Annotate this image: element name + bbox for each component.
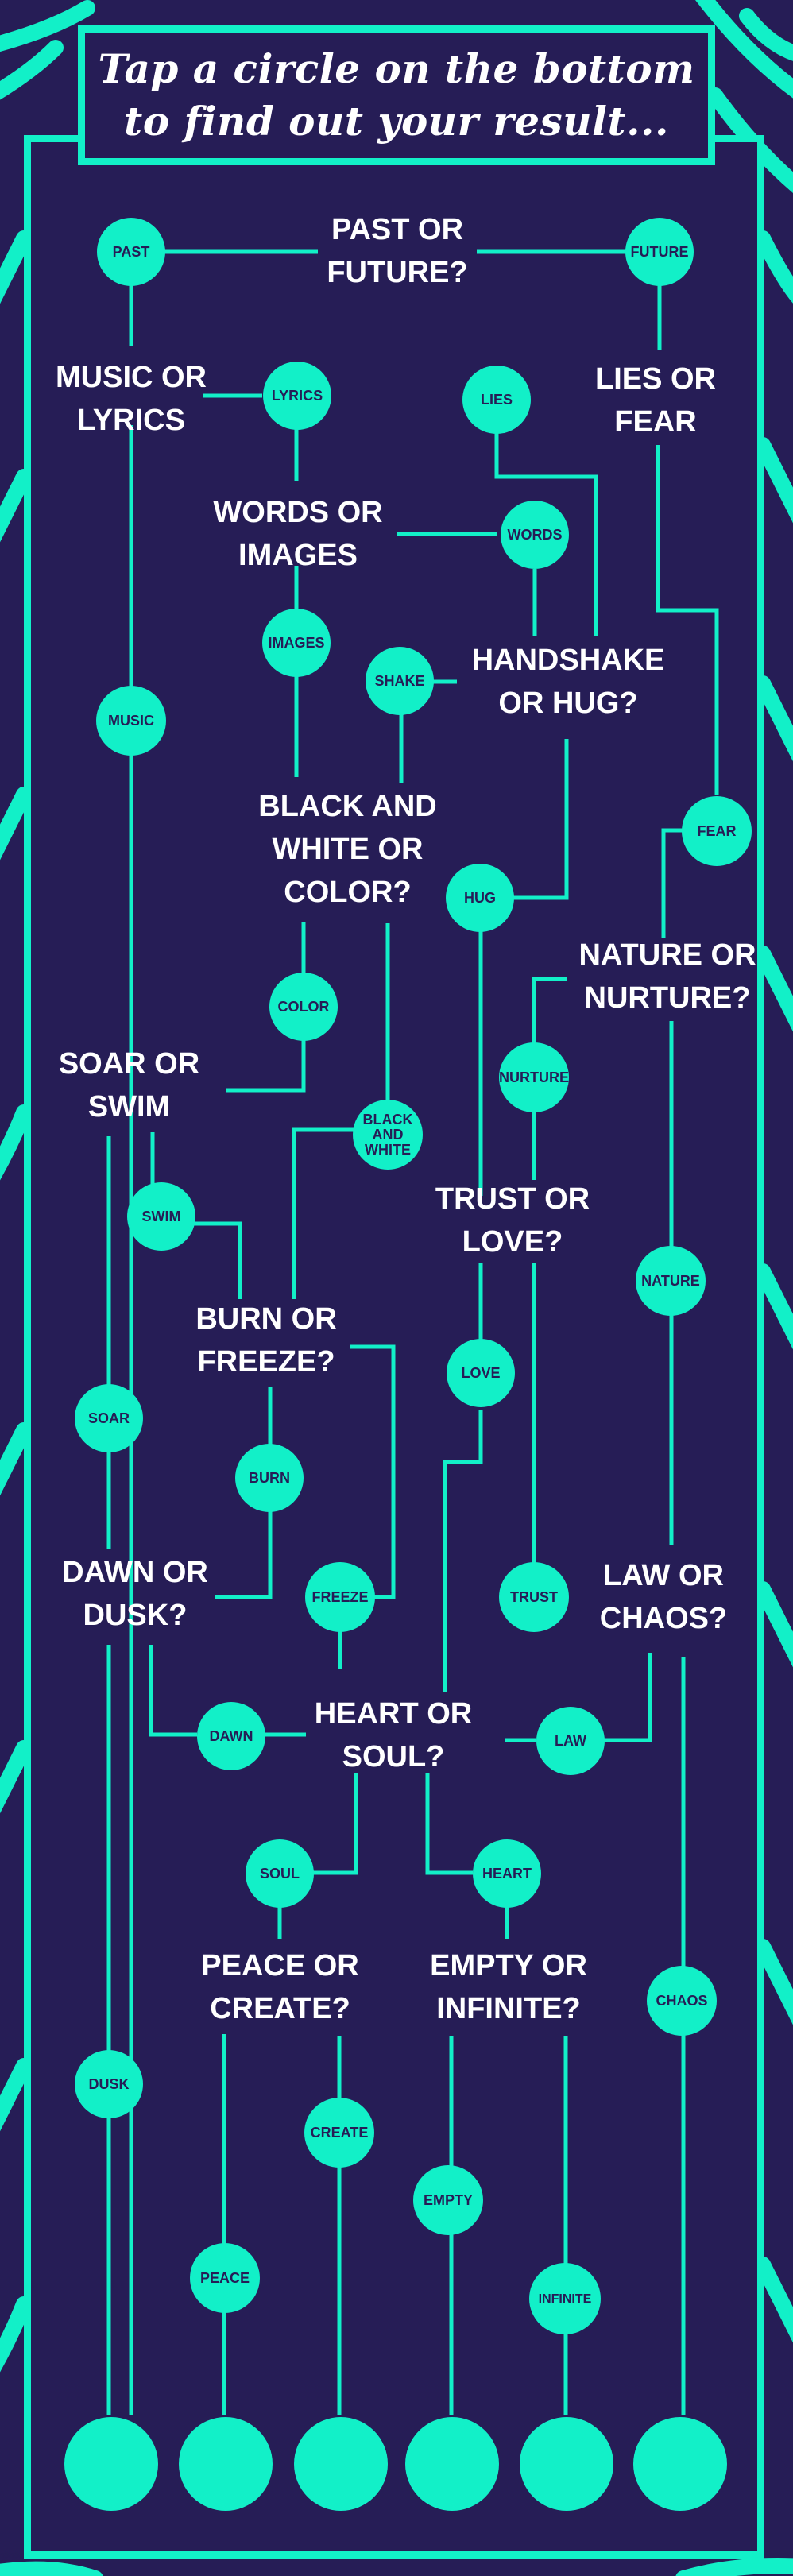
question-words-or-images: WORDS OR IMAGES: [213, 496, 383, 572]
answer-soul[interactable]: SOUL: [246, 1839, 314, 1908]
answer-peace[interactable]: PEACE: [190, 2243, 260, 2313]
question-empty-or-infinite: EMPTY OR INFINITE?: [430, 1949, 587, 2025]
answer-create[interactable]: CREATE: [304, 2098, 374, 2168]
result-circle-3[interactable]: [294, 2417, 388, 2511]
answer-trust[interactable]: TRUST: [499, 1562, 569, 1632]
result-circle-1[interactable]: [64, 2417, 158, 2511]
answer-words[interactable]: WORDS: [501, 501, 569, 569]
answer-hug[interactable]: HUG: [446, 864, 514, 932]
result-circle-6[interactable]: [633, 2417, 727, 2511]
title-banner: Tap a circle on the bottom to find out y…: [78, 25, 715, 165]
answer-dusk[interactable]: DUSK: [75, 2050, 143, 2118]
title-line-2: to find out your result...: [124, 98, 669, 145]
answer-soar[interactable]: SOAR: [75, 1384, 143, 1452]
answer-color[interactable]: COLOR: [269, 973, 338, 1041]
answer-fear[interactable]: FEAR: [682, 796, 752, 866]
question-music-or-lyrics: MUSIC OR LYRICS: [56, 361, 207, 437]
answer-past[interactable]: PAST: [97, 218, 165, 286]
answer-images[interactable]: IMAGES: [262, 609, 331, 677]
result-circle-5[interactable]: [520, 2417, 613, 2511]
question-nature-or-nurture: NATURE OR NURTURE?: [578, 938, 756, 1015]
result-circle-4[interactable]: [405, 2417, 499, 2511]
question-heart-or-soul: HEART OR SOUL?: [314, 1697, 473, 1773]
question-trust-or-love: TRUST OR LOVE?: [435, 1182, 590, 1259]
answer-lyrics[interactable]: LYRICS: [263, 362, 331, 430]
question-burn-or-freeze: BURN OR FREEZE?: [195, 1302, 337, 1379]
answer-swim[interactable]: SWIM: [127, 1182, 195, 1251]
answer-burn[interactable]: BURN: [235, 1444, 304, 1512]
question-peace-or-create: PEACE OR CREATE?: [201, 1949, 359, 2025]
answer-empty[interactable]: EMPTY: [413, 2165, 483, 2235]
result-circle-2[interactable]: [179, 2417, 273, 2511]
answer-love[interactable]: LOVE: [447, 1339, 515, 1407]
answer-music[interactable]: MUSIC: [96, 686, 166, 756]
question-black-and-white-or-color: BLACK AND WHITE OR COLOR?: [258, 790, 437, 909]
answer-law[interactable]: LAW: [536, 1707, 605, 1775]
answer-infinite[interactable]: INFINITE: [529, 2263, 601, 2334]
question-soar-or-swim: SOAR OR SWIM: [58, 1047, 200, 1124]
answer-freeze[interactable]: FREEZE: [305, 1562, 375, 1632]
question-law-or-chaos: LAW OR CHAOS?: [599, 1559, 728, 1635]
answer-chaos[interactable]: CHAOS: [647, 1966, 717, 2036]
answer-black-and-white[interactable]: BLACK AND WHITE: [353, 1100, 423, 1170]
answer-heart[interactable]: HEART: [473, 1839, 541, 1908]
answer-future[interactable]: FUTURE: [625, 218, 694, 286]
answer-dawn[interactable]: DAWN: [197, 1702, 265, 1770]
answer-nurture[interactable]: NURTURE: [499, 1042, 569, 1112]
answer-lies[interactable]: LIES: [462, 366, 531, 434]
question-handshake-or-hug: HANDSHAKE OR HUG?: [471, 644, 665, 720]
answer-nature[interactable]: NATURE: [636, 1246, 706, 1316]
answer-shake[interactable]: SHAKE: [366, 647, 434, 715]
question-dawn-or-dusk: DAWN OR DUSK?: [62, 1556, 208, 1632]
title-line-1: Tap a circle on the bottom: [98, 45, 695, 92]
question-past-or-future: PAST OR FUTURE?: [327, 213, 468, 289]
question-lies-or-fear: LIES OR FEAR: [594, 362, 717, 439]
